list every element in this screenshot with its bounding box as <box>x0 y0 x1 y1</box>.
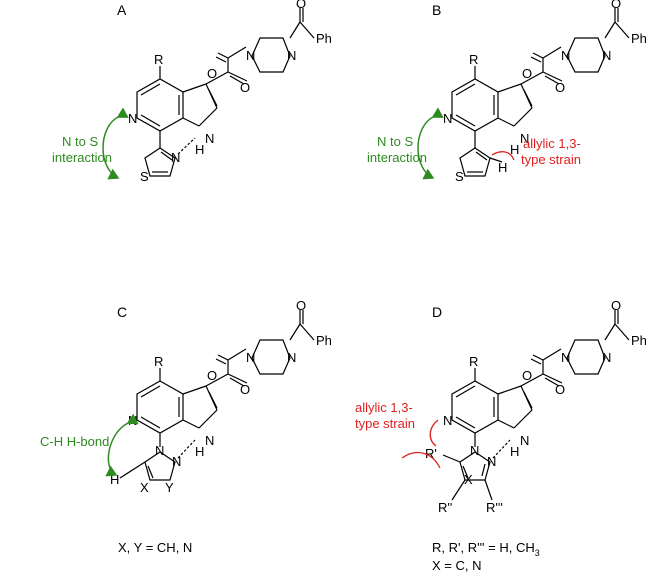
svg-text:N: N <box>520 433 529 448</box>
svg-text:N: N <box>155 443 164 458</box>
svg-text:O: O <box>555 382 565 397</box>
atom-ph-d: Ph <box>631 333 647 348</box>
svg-text:H: H <box>195 444 204 459</box>
panel-d: D R N N H O O N <box>355 298 647 573</box>
svg-text:S: S <box>455 169 464 184</box>
svg-text:O: O <box>555 80 565 95</box>
svg-text:H: H <box>510 444 519 459</box>
svg-text:N: N <box>171 150 180 165</box>
panel-d-label: D <box>432 304 442 320</box>
svg-text:N: N <box>246 48 255 63</box>
svg-text:O: O <box>611 0 621 11</box>
svg-text:O: O <box>522 66 532 81</box>
caption-c: X, Y = CH, N <box>118 540 192 555</box>
svg-text:N: N <box>470 443 479 458</box>
annotation-b-line2: interaction <box>367 150 427 165</box>
atom-r3: R''' <box>486 500 503 515</box>
atom-ph-c: Ph <box>316 333 332 348</box>
atom-r2: R'' <box>438 500 452 515</box>
svg-text:N: N <box>172 454 181 469</box>
caption-d2: X = C, N <box>432 558 482 573</box>
interaction-arrow-b <box>417 107 444 180</box>
svg-text:H: H <box>498 160 507 175</box>
panel-b-label: B <box>432 2 441 18</box>
svg-text:O: O <box>240 80 250 95</box>
atom-ph-b: Ph <box>631 31 647 46</box>
svg-text:O: O <box>522 368 532 383</box>
svg-text:O: O <box>207 66 217 81</box>
svg-text:H: H <box>195 142 204 157</box>
atom-r-c: R <box>154 354 163 369</box>
svg-text:N: N <box>561 350 570 365</box>
svg-text:O: O <box>207 368 217 383</box>
svg-text:O: O <box>296 0 306 11</box>
annotation-a-line1: N to S <box>62 134 98 149</box>
svg-text:N: N <box>443 413 452 428</box>
atom-r-b: R <box>469 52 478 67</box>
hbond-arrow <box>105 413 139 477</box>
svg-text:X: X <box>464 472 473 487</box>
atom-ph: Ph <box>316 31 332 46</box>
svg-text:N: N <box>205 433 214 448</box>
svg-text:O: O <box>296 298 306 313</box>
svg-text:O: O <box>240 382 250 397</box>
svg-text:N: N <box>287 350 296 365</box>
caption-d1: R, R', R''' = H, CH3 <box>432 540 540 558</box>
svg-text:N: N <box>487 454 496 469</box>
strain-arc-b <box>491 151 515 161</box>
strain-b-line1: allylic 1,3- <box>523 136 581 151</box>
annotation-b-line1: N to S <box>377 134 413 149</box>
svg-text:N: N <box>205 131 214 146</box>
atom-r: R <box>154 52 163 67</box>
panel-c: C R N N H O O N N O <box>40 298 332 555</box>
svg-text:N: N <box>287 48 296 63</box>
panel-a-label: A <box>117 2 127 18</box>
svg-text:N: N <box>128 111 137 126</box>
strain-arc-d1 <box>429 419 439 447</box>
svg-text:H: H <box>510 142 519 157</box>
svg-text:N: N <box>602 48 611 63</box>
svg-text:N: N <box>443 111 452 126</box>
svg-text:N: N <box>128 413 137 428</box>
svg-text:N: N <box>602 350 611 365</box>
strain-d-line2: type strain <box>355 416 415 431</box>
svg-text:Y: Y <box>165 480 174 495</box>
strain-d-line1: allylic 1,3- <box>355 400 413 415</box>
panel-a: A R N N H <box>52 0 332 184</box>
strain-b-line2: type strain <box>521 152 581 167</box>
strain-arc-d2 <box>401 451 441 469</box>
atom-r-d: R <box>469 354 478 369</box>
svg-text:X: X <box>140 480 149 495</box>
svg-text:H: H <box>110 472 119 487</box>
interaction-arrow <box>102 107 129 180</box>
svg-text:N: N <box>520 131 529 146</box>
panel-c-label: C <box>117 304 127 320</box>
annotation-a-line2: interaction <box>52 150 112 165</box>
panel-b: B R N N H O O N N O <box>367 0 647 184</box>
svg-text:S: S <box>140 169 149 184</box>
atom-r1: R' <box>425 446 437 461</box>
annotation-c: C-H H-bond <box>40 434 109 449</box>
svg-text:N: N <box>561 48 570 63</box>
svg-text:N: N <box>246 350 255 365</box>
svg-text:O: O <box>611 298 621 313</box>
